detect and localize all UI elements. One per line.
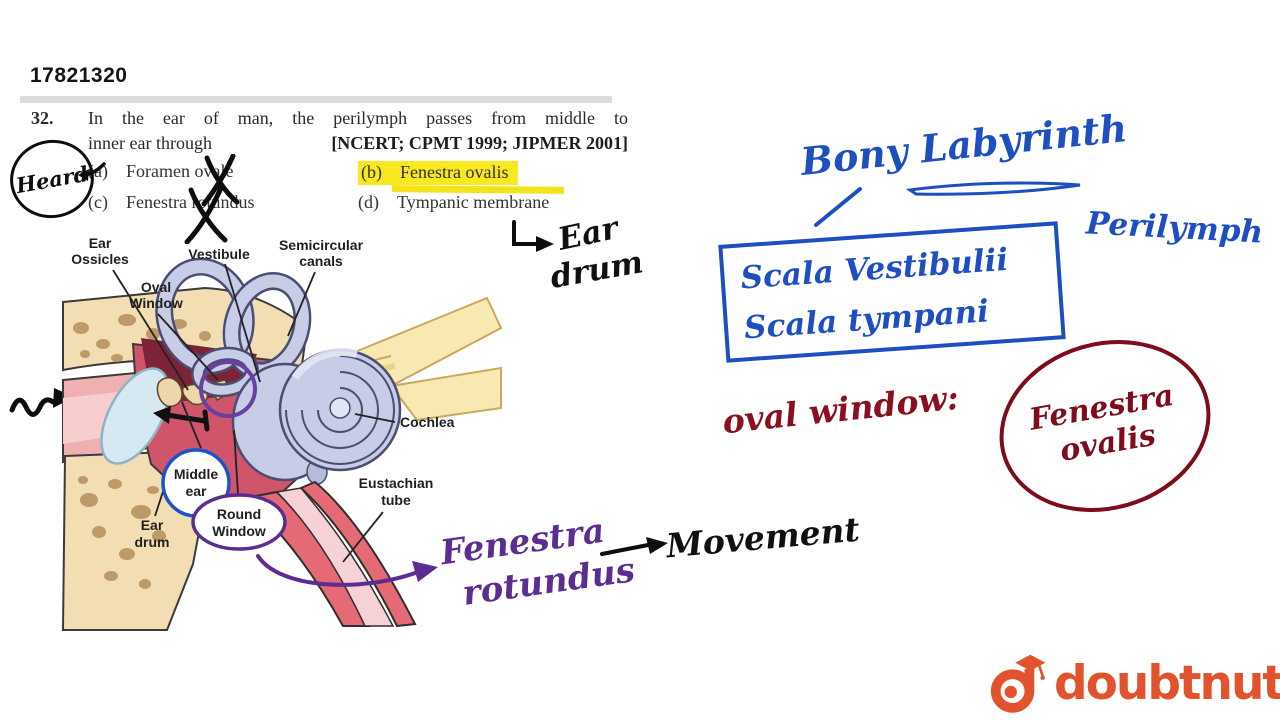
label-ear-drum: Ear [141, 517, 164, 533]
bony-labyrinth-note: Bony Labyrinth [798, 104, 1130, 185]
option-d-key: (d) [358, 192, 379, 212]
diagram-labels: Ear Ossicles Oval Window Vestibule Semic… [71, 235, 454, 550]
svg-text:canals: canals [299, 253, 343, 269]
option-b-label: Fenestra ovalis [400, 162, 509, 182]
question-text-line1: In the ear of man, the perilymph passes … [88, 108, 628, 128]
eardrum-shape [100, 367, 170, 465]
question-text-line2: inner ear through [NCERT; CPMT 1999; JIP… [88, 133, 628, 154]
svg-text:drum: drum [135, 534, 170, 550]
round-window-label-ellipse [191, 493, 287, 551]
label-round-window: Round [217, 506, 261, 522]
svg-text:tube: tube [381, 492, 411, 508]
label-oval-window: Oval [141, 279, 171, 295]
option-c-key: (c) [88, 192, 108, 212]
label-vestibule: Vestibule [188, 246, 250, 262]
fenestra-ovalis-ellipse: Fenestra ovalis [978, 315, 1232, 537]
label-cochlea: Cochlea [400, 414, 455, 430]
cross-mark-option-c [184, 186, 228, 244]
question-number: 32. [31, 108, 54, 128]
oval-window-marker-circle [199, 360, 257, 418]
heard-arrow-icon [78, 162, 106, 181]
scan-edge [20, 96, 612, 103]
doubtnut-logo-icon [990, 654, 1046, 713]
round-window-curve-arrow-icon [256, 554, 438, 587]
label-middle-ear: Middle [174, 466, 219, 482]
label-semicircular-canals: Semicircular [279, 237, 364, 253]
option-a-label: Foramen ovale [125, 161, 234, 181]
movement-note: Movement [664, 509, 862, 566]
label-pointer-lines [112, 263, 396, 563]
option-d: (d) Tympanic membrane [358, 192, 549, 223]
movement-arrow-icon [600, 537, 668, 556]
ear-anatomy-diagram: Ear Ossicles Oval Window Vestibule Semic… [61, 235, 503, 631]
svg-text:Window: Window [212, 523, 266, 539]
doubtnut-logo-text: doubtnut [1054, 656, 1280, 711]
option-c: (c) Fenestra rotundus [88, 192, 358, 223]
option-b-highlight: (b) Fenestra ovalis [358, 161, 519, 185]
question-text-continuation: inner ear through [88, 133, 212, 153]
middle-ear-arrow-icon [153, 406, 210, 432]
svg-text:Window: Window [129, 295, 183, 311]
option-b-key: (b) [361, 162, 382, 182]
auditory-nerve [300, 296, 503, 422]
option-c-label: Fenestra rotundus [125, 192, 255, 212]
question-id: 17821320 [30, 64, 128, 87]
label-ear-ossicles: Ear [89, 235, 112, 251]
label-eustachian-tube: Eustachian [359, 475, 434, 491]
svg-text:ear: ear [185, 483, 207, 499]
option-b: (b) Fenestra ovalis [358, 161, 519, 192]
cross-mark-option-a [201, 154, 240, 206]
ear-drum-note-arrow-icon [512, 220, 554, 252]
option-d-label: Tympanic membrane [397, 192, 550, 212]
fenestra-ovalis-note: Fenestra ovalis [1027, 377, 1177, 469]
perilymph-note: Perilymph [1085, 205, 1264, 251]
options-list: (a) Foramen ovale (b) Fenestra ovalis (c… [88, 161, 633, 223]
svg-text:Ossicles: Ossicles [71, 251, 129, 267]
options-row-1: (a) Foramen ovale (b) Fenestra ovalis [88, 161, 633, 192]
scala-note-box: Scala Vestibulii Scala tympani [718, 221, 1066, 363]
cochlea-shape [278, 348, 402, 472]
options-row-2: (c) Fenestra rotundus (d) Tympanic membr… [88, 192, 633, 223]
doubtnut-logo: doubtnut [986, 652, 1280, 716]
bony-labyrinth-slash [814, 187, 862, 227]
oval-window-note: oval window: [720, 377, 961, 442]
question-citation: [NCERT; CPMT 1999; JIPMER 2001] [331, 133, 628, 153]
bony-labyrinth-underline [905, 181, 1081, 196]
bone-speckles-lower [78, 476, 166, 589]
